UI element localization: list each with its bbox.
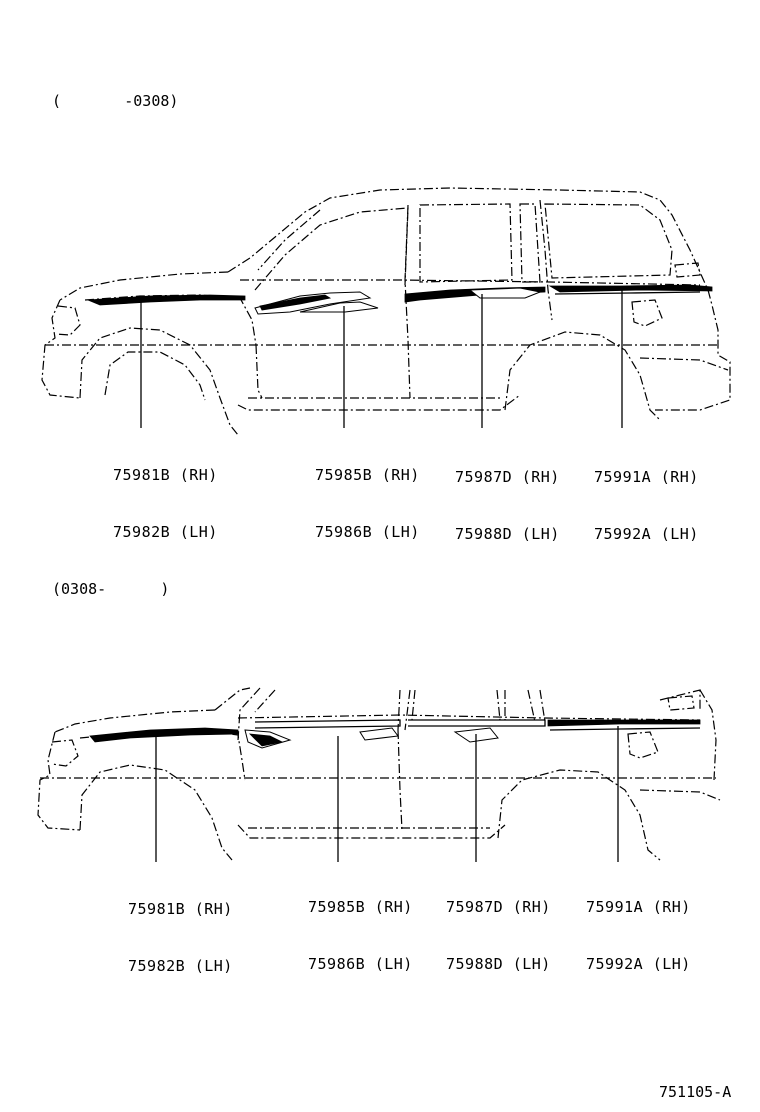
part-number-rh: 75991A (RH) (594, 468, 699, 486)
part-number-lh: 75992A (LH) (594, 525, 699, 543)
part-number-lh: 75986B (LH) (308, 955, 413, 973)
callout-bottom-1: 75981B (RH) 75982B (LH) (128, 862, 233, 995)
callout-bottom-4: 75991A (RH) 75992A (LH) (586, 860, 691, 993)
part-number-lh: 75992A (LH) (586, 955, 691, 973)
callout-bottom-2: 75985B (RH) 75986B (LH) (308, 860, 413, 993)
part-number-lh: 75982B (LH) (128, 957, 233, 975)
bottom-period-label: (0308- ) (52, 580, 170, 598)
part-number-rh: 75987D (RH) (446, 898, 551, 916)
part-number-lh: 75988D (LH) (455, 525, 560, 543)
top-period-label: ( -0308) (52, 92, 179, 110)
top-stripe-set (87, 284, 713, 315)
part-number-rh: 75987D (RH) (455, 468, 560, 486)
part-number-lh: 75986B (LH) (315, 523, 420, 541)
part-number-rh: 75981B (RH) (113, 466, 218, 484)
part-number-rh: 75991A (RH) (586, 898, 691, 916)
callout-bottom-3: 75987D (RH) 75988D (LH) (446, 860, 551, 993)
callout-top-4: 75991A (RH) 75992A (LH) (594, 430, 699, 563)
part-number-rh: 75985B (RH) (315, 466, 420, 484)
callout-top-1: 75981B (RH) 75982B (LH) (113, 428, 218, 561)
part-number-lh: 75982B (LH) (113, 523, 218, 541)
callout-top-3: 75987D (RH) 75988D (LH) (455, 430, 560, 563)
part-number-rh: 75985B (RH) (308, 898, 413, 916)
callout-top-2: 75985B (RH) 75986B (LH) (315, 428, 420, 561)
part-number-rh: 75981B (RH) (128, 900, 233, 918)
top-leader-lines (140, 290, 623, 428)
top-vehicle-outline (41, 187, 731, 436)
figure-id: 751105-A (659, 1083, 732, 1101)
bottom-stripe-set (89, 719, 701, 749)
bottom-leader-lines (155, 726, 619, 862)
part-number-lh: 75988D (LH) (446, 955, 551, 973)
